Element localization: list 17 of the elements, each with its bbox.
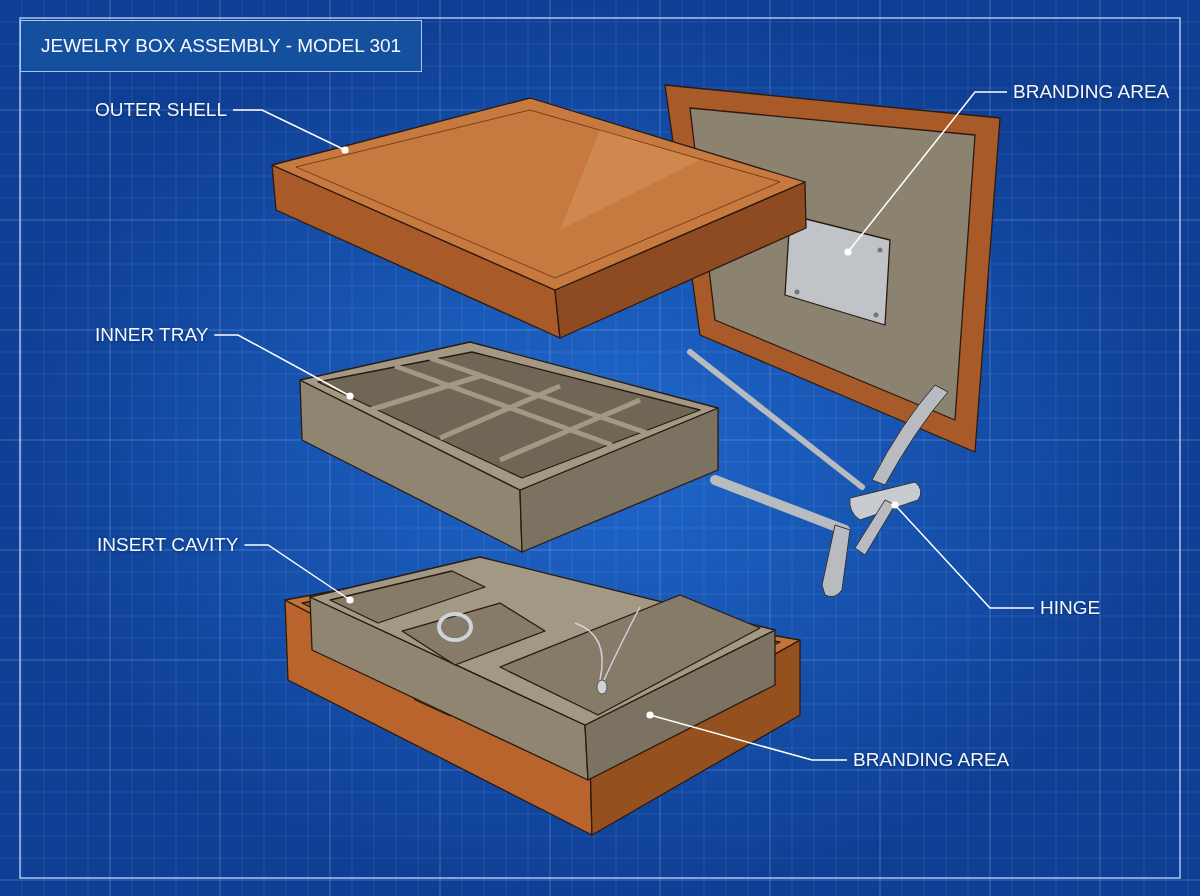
part-label: HINGE: [1040, 597, 1101, 619]
leader-line: [891, 501, 1035, 609]
leader-line: [844, 91, 1008, 256]
leader-line: [232, 109, 349, 154]
leader-line: [646, 711, 848, 761]
insert-tray-drawing: [309, 556, 776, 781]
part-label: OUTER SHELL: [95, 99, 227, 121]
lid-drawing: [271, 97, 807, 339]
part-label: INNER TRAY: [95, 324, 209, 346]
part-label: BRANDING AREA: [1013, 81, 1170, 103]
title: JEWELRY BOX ASSEMBLY - MODEL 301: [20, 20, 423, 72]
leader-line: [213, 334, 354, 400]
part-label: INSERT CAVITY: [97, 534, 239, 556]
leader-line: [243, 544, 354, 604]
hinge-drawing: [687, 349, 949, 598]
inner-tray-drawing: [299, 341, 719, 553]
part-label: BRANDING AREA: [853, 749, 1010, 771]
